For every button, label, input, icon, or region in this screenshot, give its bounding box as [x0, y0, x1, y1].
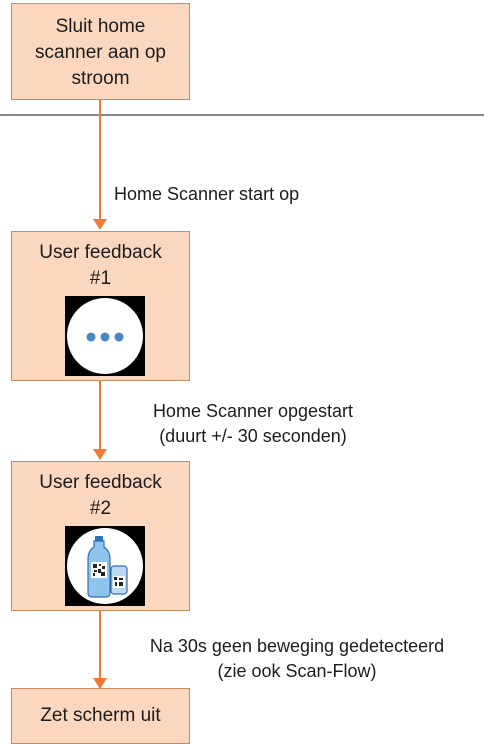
transition-label-1: Home Scanner start op	[114, 182, 299, 207]
step-user-feedback-1-line-1: User feedback	[39, 242, 162, 263]
transition-2-line-2: (duurt +/- 30 seconden)	[159, 426, 347, 446]
arrow-3	[99, 611, 101, 679]
transition-2-line-1: Home Scanner opgestart	[152, 401, 354, 421]
arrow-1	[99, 100, 101, 220]
step-power-on-line-3: stroom	[71, 68, 130, 89]
feedback-1-icon-frame	[65, 296, 145, 376]
step-screen-off: Zet scherm uit	[11, 688, 190, 744]
step-user-feedback-2-line-2: #2	[89, 498, 112, 519]
step-power-on: Sluit home scanner aan op stroom	[11, 3, 190, 100]
bottle-and-can-scan-icon	[67, 528, 143, 604]
loading-dots-icon	[67, 298, 143, 374]
arrowhead-1	[93, 219, 107, 230]
step-user-feedback-1-line-2: #1	[89, 268, 112, 289]
transition-3-line-1: Na 30s geen beweging gedetecteerd	[149, 636, 445, 656]
transition-3-line-2: (zie ook Scan-Flow)	[217, 661, 377, 681]
feedback-2-icon-frame	[65, 526, 145, 606]
step-power-on-line-2: scanner aan op	[35, 42, 166, 63]
transition-label-2: Home Scanner opgestart (duurt +/- 30 sec…	[126, 399, 380, 449]
step-user-feedback-2-line-1: User feedback	[39, 472, 162, 493]
arrowhead-3	[93, 678, 107, 689]
step-screen-off-line-1: Zet scherm uit	[40, 705, 161, 726]
step-power-on-line-1: Sluit home	[55, 16, 146, 37]
step-user-feedback-2: User feedback #2	[11, 461, 190, 611]
transition-1-line-1: Home Scanner start op	[114, 184, 300, 204]
section-divider	[0, 114, 484, 116]
transition-label-3: Na 30s geen beweging gedetecteerd (zie o…	[114, 634, 480, 684]
arrowhead-2	[93, 449, 107, 460]
bottle-and-can-graphic	[87, 536, 128, 598]
loading-dots-graphic	[86, 332, 124, 342]
arrow-2	[99, 381, 101, 450]
